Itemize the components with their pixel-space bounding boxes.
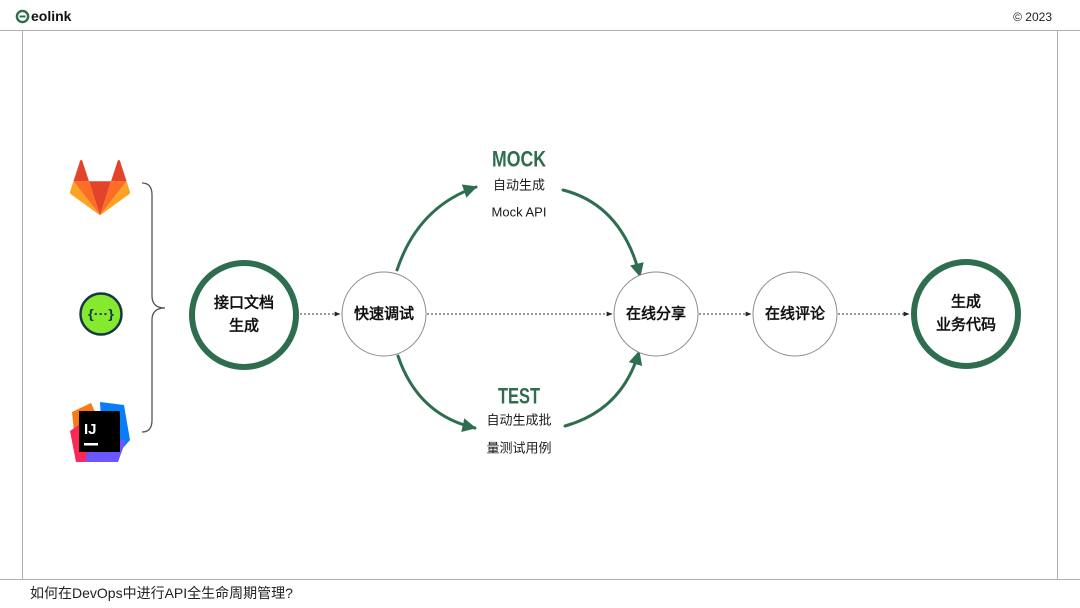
- mock-in-arrow: [395, 184, 478, 272]
- copyright-text: © 2023: [1013, 10, 1052, 24]
- node-label: 业务代码: [936, 316, 996, 334]
- header: eolink © 2023: [15, 8, 1052, 24]
- node-label: 在线评论: [765, 305, 826, 323]
- node-label: 生成: [951, 293, 981, 311]
- mock-title: MOCK: [492, 147, 546, 172]
- test-line-1: 自动生成批: [486, 413, 551, 428]
- mock-branch: MOCK 自动生成 Mock API: [492, 147, 547, 220]
- node-online-comment: 在线评论: [752, 271, 838, 357]
- eolink-logo-icon: [15, 9, 30, 24]
- mock-line-2: Mock API: [492, 205, 547, 220]
- node-online-share: 在线分享: [613, 271, 699, 357]
- swagger-glyph: {···}: [88, 307, 114, 322]
- test-branch: TEST 自动生成批 量测试用例: [486, 384, 551, 456]
- node-label: 生成: [229, 317, 259, 335]
- node-code-generation: 生成 业务代码: [911, 259, 1021, 369]
- slide-frame: [0, 30, 1080, 580]
- node-label: 快速调试: [354, 305, 414, 323]
- test-in-arrow: [396, 354, 477, 433]
- node-doc-generation: 接口文档 生成: [189, 260, 299, 370]
- logo-text: eolink: [31, 8, 72, 24]
- node-quick-debug: 快速调试: [341, 271, 427, 357]
- mock-line-1: 自动生成: [493, 178, 545, 193]
- mock-out-arrow: [561, 188, 644, 278]
- gitlab-icon: [69, 160, 131, 216]
- curly-brace: [141, 182, 166, 433]
- swagger-icon: {···}: [79, 292, 123, 336]
- intellij-glyph: IJ: [84, 421, 97, 438]
- source-icons: {···} IJ: [69, 160, 131, 462]
- test-out-arrow: [563, 350, 643, 428]
- test-line-2: 量测试用例: [486, 441, 551, 456]
- node-label: 接口文档: [214, 294, 274, 312]
- test-title: TEST: [498, 384, 540, 409]
- node-label: 在线分享: [626, 305, 686, 323]
- footer-caption: 如何在DevOps中进行API全生命周期管理?: [30, 585, 293, 601]
- intellij-icon: IJ: [70, 402, 130, 462]
- flow-curves: [395, 184, 644, 433]
